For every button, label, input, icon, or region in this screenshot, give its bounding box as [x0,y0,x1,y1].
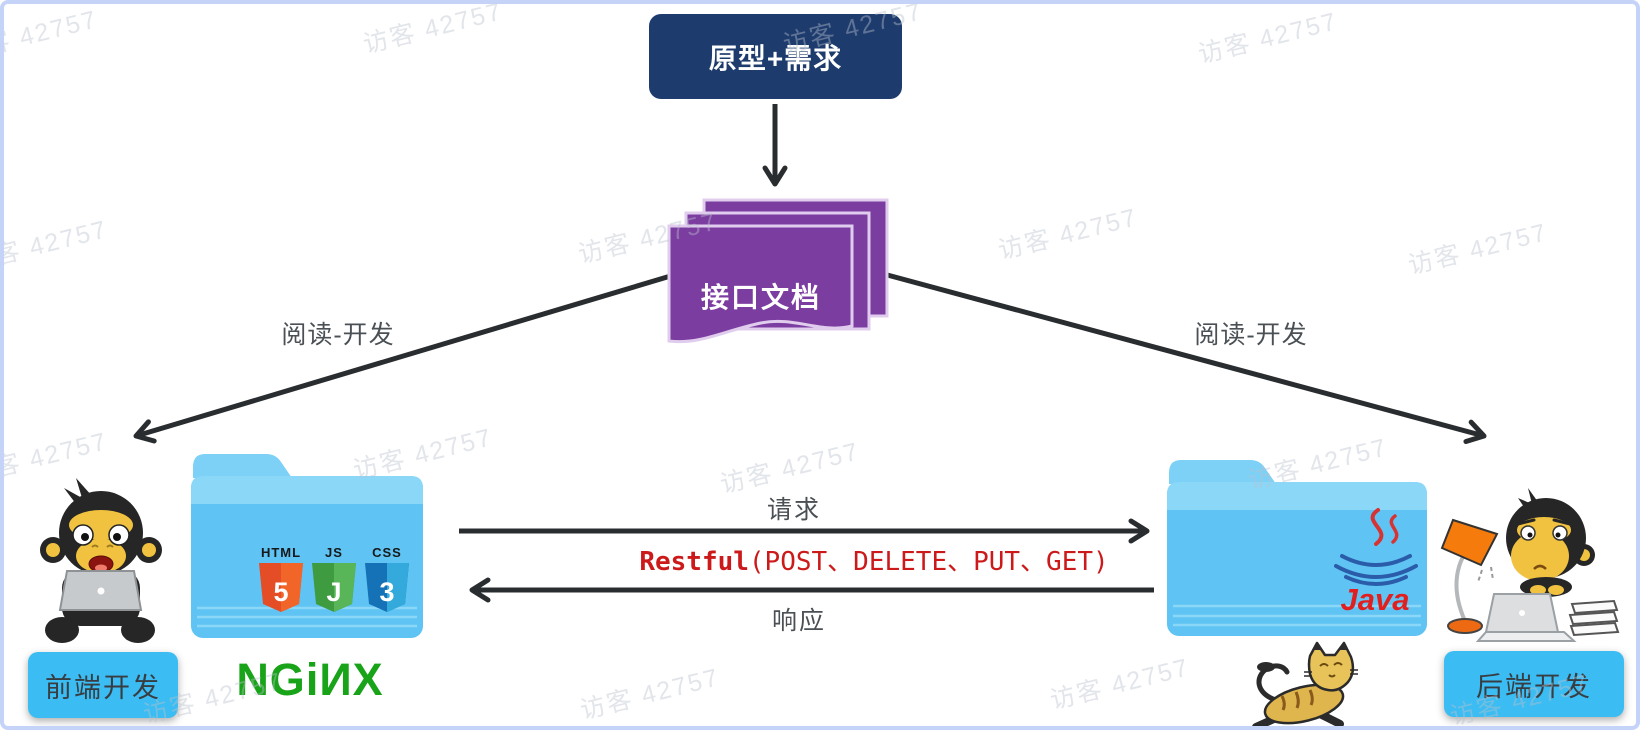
request-label: 请求 [766,496,821,524]
backend-monkey-desk-icon [1440,488,1620,642]
api-doc-stack-icon [667,198,889,344]
read-develop-right-label: 阅读-开发 [1194,321,1308,349]
backend-folder-icon [1167,460,1427,636]
lamp-shade [1440,518,1499,567]
tomcat-icon [1252,641,1358,726]
html-badge-glyph: 5 [273,577,288,607]
css3-badge-icon: CSS 3 [365,545,409,612]
frontend-monkey-icon [40,478,162,643]
nginx-logo: NGiИX [236,654,384,705]
html-badge-label: HTML [261,545,301,560]
java-logo-icon [1334,508,1418,586]
css-badge-label: CSS [372,545,402,560]
restful-methods-label: Restful(POST、DELETE、PUT、GET) [564,541,1184,578]
css-badge-glyph: 3 [379,577,394,607]
prototype-requirements-box: 原型+需求 [649,14,902,99]
lamp-base [1447,618,1483,634]
book-stack [1568,599,1620,637]
html5-badge-icon: HTML 5 [259,545,303,612]
js-badge-label: JS [325,545,343,560]
java-logo-label: Java [1340,582,1410,617]
js-badge-glyph: J [326,577,341,607]
flow-arrows [133,104,1487,603]
js-badge-icon: JS J [312,545,356,612]
restful-methods: (POST、DELETE、PUT、GET) [748,547,1109,577]
api-doc-label: 接口文档 [700,282,821,313]
restful-keyword: Restful [639,547,749,577]
prototype-requirements-label: 原型+需求 [708,42,843,74]
read-develop-left-label: 阅读-开发 [281,321,395,349]
response-label: 响应 [771,607,826,635]
backend-dev-badge: 后端开发 [1444,651,1624,717]
diagram-graphics: HTML 5 JS J CSS 3 [40,104,1620,726]
frontend-dev-badge: 前端开发 [28,652,178,718]
frontend-folder-icon [191,454,423,638]
arrow-doc-to-frontend [133,263,705,444]
arrow-doc-to-backend [853,263,1487,444]
